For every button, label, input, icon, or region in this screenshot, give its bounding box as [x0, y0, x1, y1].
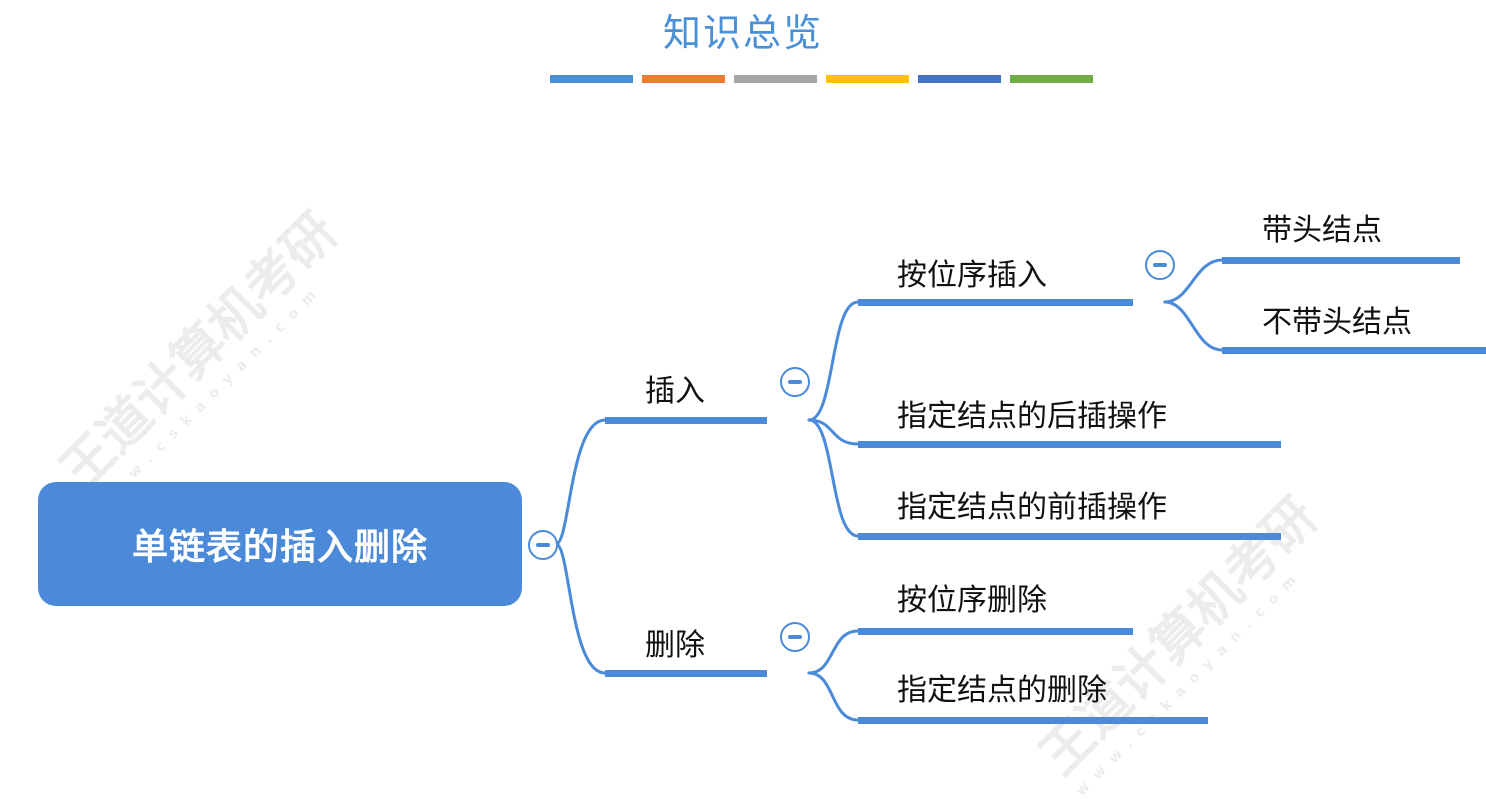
- color-bar-4: [826, 75, 909, 83]
- node-no-head-underline: [1222, 347, 1486, 354]
- color-bar-2: [642, 75, 725, 83]
- collapse-delete-icon[interactable]: [780, 622, 810, 652]
- root-node-label: 单链表的插入删除: [131, 527, 428, 568]
- link-delete-by-position: [807, 629, 860, 675]
- link-insert-after: [807, 418, 860, 446]
- node-head-label[interactable]: 带头结点: [1262, 213, 1382, 248]
- color-bar-5: [918, 75, 1001, 83]
- node-insert-before-underline: [858, 533, 1281, 540]
- node-insert-underline: [605, 417, 767, 424]
- node-insert-after-underline: [858, 441, 1281, 448]
- root-node[interactable]: 单链表的插入删除: [38, 482, 522, 606]
- page-title: 知识总览: [662, 11, 823, 55]
- node-delete-node-label[interactable]: 指定结点的删除: [897, 673, 1107, 708]
- link-root-insert: [554, 418, 607, 546]
- node-delete-by-position-label[interactable]: 按位序删除: [897, 583, 1047, 618]
- node-insert-by-position-label[interactable]: 按位序插入: [897, 258, 1047, 293]
- link-no-head: [1163, 300, 1224, 352]
- node-delete-by-position-underline: [858, 628, 1133, 635]
- link-root-delete: [554, 542, 607, 675]
- link-insert-before: [807, 418, 860, 538]
- node-head-underline: [1222, 257, 1460, 264]
- collapse-insert-by-position-icon[interactable]: [1145, 250, 1175, 280]
- node-delete-node-underline: [858, 717, 1208, 724]
- node-insert-label[interactable]: 插入: [645, 374, 705, 409]
- color-bar-6: [1010, 75, 1093, 83]
- node-insert-after-label[interactable]: 指定结点的后插操作: [897, 399, 1167, 434]
- node-no-head-label[interactable]: 不带头结点: [1262, 305, 1412, 340]
- mindmap-connectors: [554, 258, 1224, 722]
- link-delete-node: [807, 671, 860, 722]
- collapse-insert-icon[interactable]: [780, 367, 810, 397]
- collapse-root-icon[interactable]: [528, 530, 558, 560]
- node-delete-underline: [605, 670, 767, 677]
- link-insert-by-position: [807, 300, 860, 422]
- node-insert-before-label[interactable]: 指定结点的前插操作: [897, 490, 1167, 525]
- node-insert-by-position-underline: [858, 299, 1133, 306]
- color-bar-3: [734, 75, 817, 83]
- color-bar-1: [550, 75, 633, 83]
- node-delete-label[interactable]: 删除: [645, 628, 705, 663]
- link-head: [1163, 258, 1224, 304]
